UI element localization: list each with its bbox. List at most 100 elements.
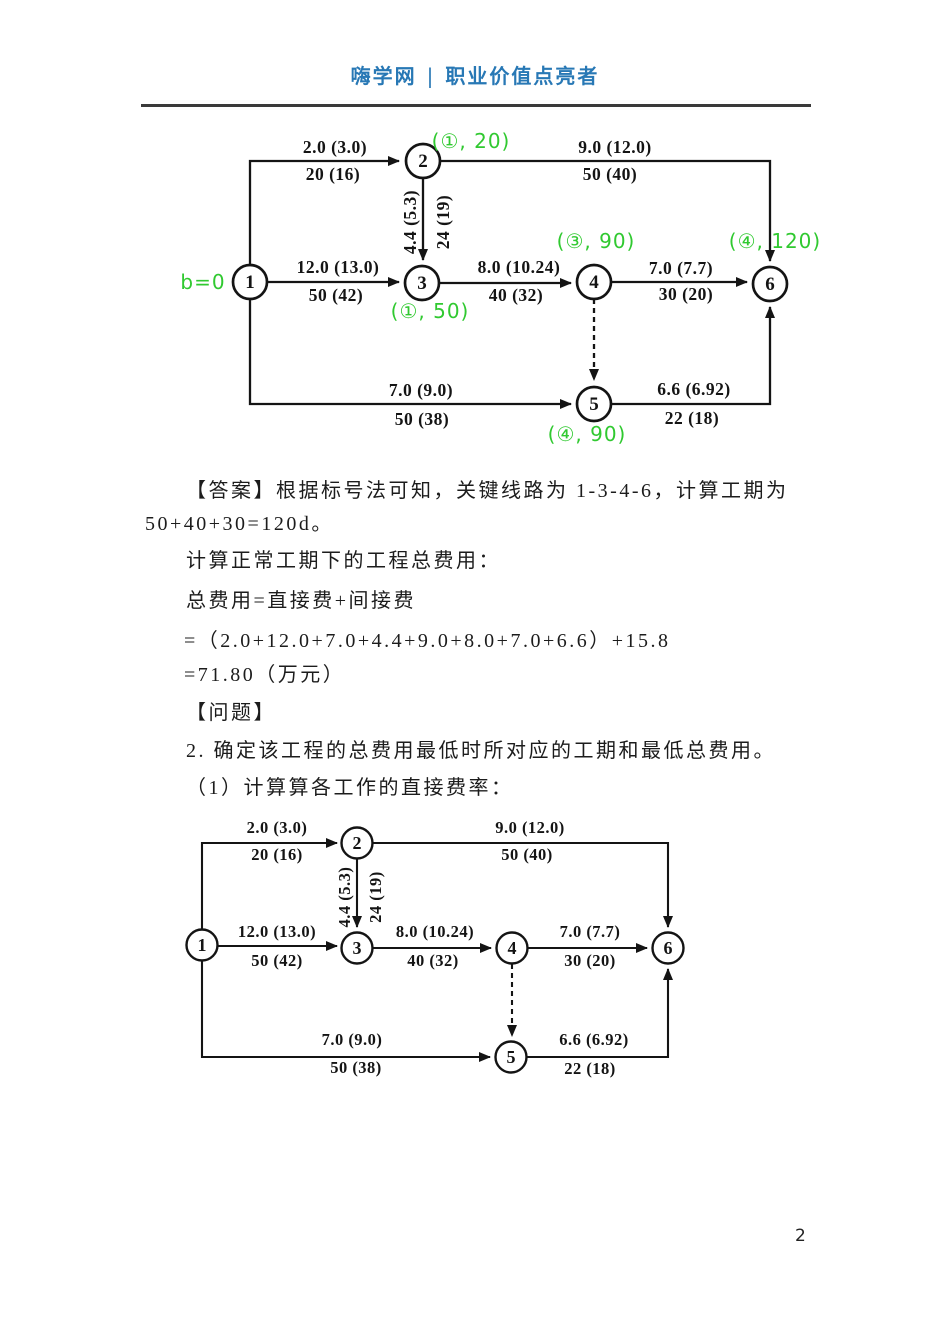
edge-3-4-time: 40 (32) <box>407 951 459 970</box>
edge-4-6-cost: 7.0 (7.7) <box>560 922 621 941</box>
node-4: 4 <box>495 931 529 965</box>
edge-1-5-cost: 7.0 (9.0) <box>322 1030 383 1049</box>
formula-result-line: =71.80（万元） <box>184 664 346 686</box>
edge-2-6-time: 50 (40) <box>583 164 638 184</box>
node-2: 2 <box>404 142 442 180</box>
node-5-circle <box>575 385 613 423</box>
annotation-node5: (④, 90) <box>548 422 627 446</box>
edge-5-6-cost: 6.6 (6.92) <box>657 379 731 399</box>
edge-1-2-cost: 2.0 (3.0) <box>247 818 308 837</box>
edge-1-2-cost: 2.0 (3.0) <box>303 137 367 157</box>
edge-4-6-time: 30 (20) <box>564 951 616 970</box>
edge-1-5-time: 50 (38) <box>395 409 450 429</box>
node-6-label: 6 <box>765 274 775 295</box>
edge-5-6 <box>611 306 775 406</box>
node-6: 6 <box>651 931 685 965</box>
edge-1-3-cost: 12.0 (13.0) <box>238 922 316 941</box>
edge-3-4-cost: 8.0 (10.24) <box>478 257 561 277</box>
header-rule <box>141 104 811 107</box>
node-3-label: 3 <box>353 938 362 958</box>
edge-4-6-cost: 7.0 (7.7) <box>649 258 713 278</box>
node-1-label: 1 <box>245 272 255 293</box>
node-2-circle <box>404 142 442 180</box>
brand-tagline: 职业价值点亮者 <box>445 64 600 88</box>
node-1-label: 1 <box>198 935 207 955</box>
edge-1-5 <box>200 961 491 1062</box>
edge-3-4-cost: 8.0 (10.24) <box>396 922 474 941</box>
edge-1-5-time: 50 (38) <box>330 1058 382 1077</box>
edge-5-6-cost: 6.6 (6.92) <box>559 1030 629 1049</box>
diagram-plain: 1 2 3 4 5 6 2.0 (3.0) <box>185 818 685 1078</box>
node-5-label: 5 <box>507 1047 516 1067</box>
edge-1-3-cost: 12.0 (13.0) <box>297 257 380 277</box>
annotation-node6: (④, 120) <box>729 229 821 253</box>
edge-1-2-time: 20 (16) <box>251 845 303 864</box>
node-1-circle <box>185 928 219 962</box>
edge-1-5-cost: 7.0 (9.0) <box>389 380 453 400</box>
step-1-line: （1）计算算各工作的直接费率： <box>186 777 514 799</box>
edge-2-6-time: 50 (40) <box>501 845 553 864</box>
node-5-circle <box>494 1040 528 1074</box>
node-5: 5 <box>494 1040 528 1074</box>
edge-2-6-cost: 9.0 (12.0) <box>495 818 565 837</box>
annotation-node2: (①, 20) <box>432 129 511 153</box>
header-divider: | <box>426 64 436 88</box>
node-3-label: 3 <box>417 273 427 294</box>
edge-2-3-time: 24 (19) <box>366 871 385 923</box>
node-4-label: 4 <box>589 272 599 293</box>
network-diagrams: 1 2 3 4 5 6 2.0 (3.0) <box>180 129 821 1078</box>
edge-2-3-time: 24 (19) <box>433 195 453 250</box>
edge-5-6 <box>527 968 673 1059</box>
annotation-node3: (①, 50) <box>391 299 470 323</box>
edge-4-6-time: 30 (20) <box>659 284 714 304</box>
node-1-circle <box>231 263 269 301</box>
node-6-circle <box>651 931 685 965</box>
answer-line-1: 【答案】根据标号法可知，关键线路为 1-3-4-6，计算工期为 <box>186 480 789 502</box>
node-4-circle <box>495 931 529 965</box>
edge-1-5 <box>248 299 572 409</box>
edge-2-6 <box>440 159 775 262</box>
node-2: 2 <box>340 826 374 860</box>
edge-1-3-time: 50 (42) <box>251 951 303 970</box>
formula-total-line: 总费用=直接费+间接费 <box>186 590 417 612</box>
node-4-circle <box>575 263 613 301</box>
node-2-label: 2 <box>353 833 362 853</box>
edge-2-6-cost: 9.0 (12.0) <box>578 137 652 157</box>
edge-2-3-cost: 4.4 (5.3) <box>400 190 420 254</box>
question-2-line: 2. 确定该工程的总费用最低时所对应的工期和最低总费用。 <box>186 740 776 762</box>
node-6: 6 <box>751 265 789 303</box>
formula-sum-line: =（2.0+12.0+7.0+4.4+9.0+8.0+7.0+6.6）+15.8 <box>184 630 671 652</box>
node-5: 5 <box>575 385 613 423</box>
node-3: 3 <box>340 931 374 965</box>
edge-2-3-cost: 4.4 (5.3) <box>335 867 354 928</box>
annotation-b0: b=0 <box>180 270 225 294</box>
edge-1-3-time: 50 (42) <box>309 285 364 305</box>
node-6-label: 6 <box>664 938 673 958</box>
node-3: 3 <box>403 264 441 302</box>
page-number: 2 <box>795 1226 806 1246</box>
node-4: 4 <box>575 263 613 301</box>
diagram-labeled: 1 2 3 4 5 6 2.0 (3.0) <box>180 129 821 446</box>
node-1: 1 <box>231 263 269 301</box>
node-3-circle <box>340 931 374 965</box>
answer-line-2: 50+40+30=120d。 <box>145 513 334 535</box>
node-6-circle <box>751 265 789 303</box>
problem-marker: 【问题】 <box>186 702 276 724</box>
node-3-circle <box>403 264 441 302</box>
edge-1-2 <box>248 156 400 265</box>
node-4-label: 4 <box>508 938 517 958</box>
edge-2-6 <box>373 841 673 928</box>
annotation-node4: (③, 90) <box>557 229 636 253</box>
edge-1-2-time: 20 (16) <box>306 164 361 184</box>
edge-1-2 <box>200 838 338 929</box>
node-2-circle <box>340 826 374 860</box>
edge-3-4-time: 40 (32) <box>489 285 544 305</box>
calc-intro-line: 计算正常工期下的工程总费用： <box>186 550 501 572</box>
brand-name: 嗨学网 <box>350 64 417 88</box>
node-5-label: 5 <box>589 394 599 415</box>
node-1: 1 <box>185 928 219 962</box>
edge-5-6-time: 22 (18) <box>665 408 720 428</box>
node-2-label: 2 <box>418 151 428 172</box>
edge-5-6-time: 22 (18) <box>564 1059 616 1078</box>
